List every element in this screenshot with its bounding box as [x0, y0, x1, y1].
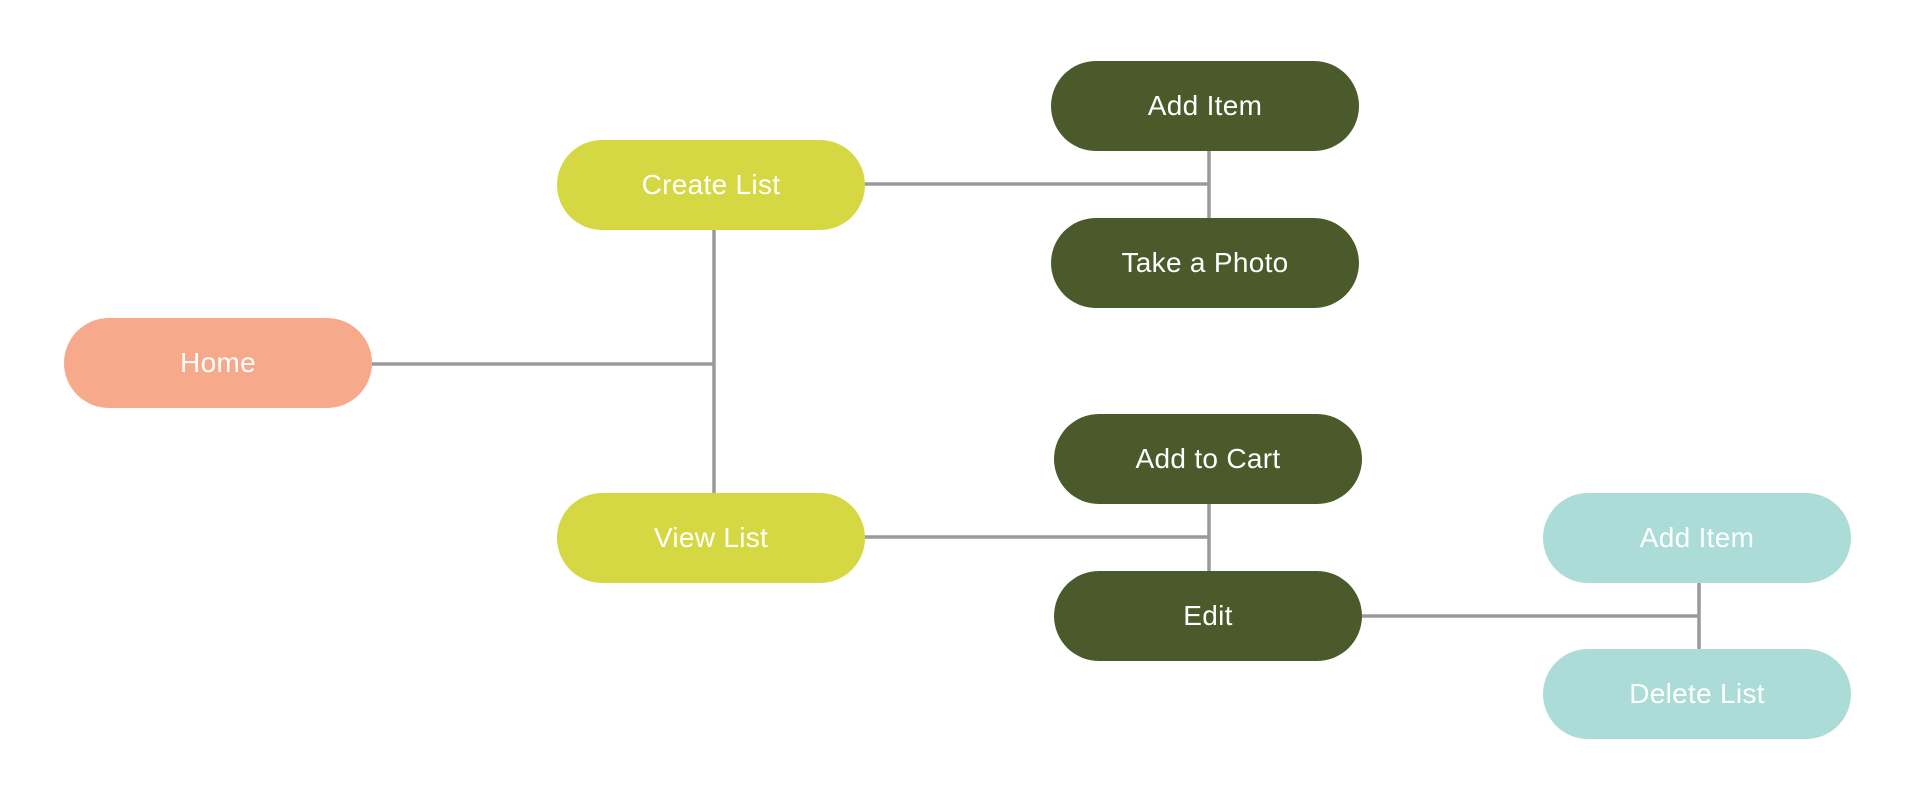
node-view-list[interactable]: View List [557, 493, 865, 583]
node-take-photo[interactable]: Take a Photo [1051, 218, 1359, 308]
node-add-item[interactable]: Add Item [1051, 61, 1359, 151]
node-edit-label: Edit [1183, 600, 1233, 631]
node-delete-list-label: Delete List [1629, 678, 1765, 709]
node-create-list[interactable]: Create List [557, 140, 865, 230]
node-edit-add-item-label: Add Item [1639, 522, 1755, 553]
node-delete-list[interactable]: Delete List [1543, 649, 1851, 739]
node-edit-add-item[interactable]: Add Item [1543, 493, 1851, 583]
node-view-list-label: View List [653, 522, 769, 553]
node-take-photo-label: Take a Photo [1121, 247, 1289, 278]
node-edit[interactable]: Edit [1054, 571, 1362, 661]
node-home-label: Home [180, 347, 256, 378]
node-add-item-label: Add Item [1147, 90, 1263, 121]
node-add-to-cart-label: Add to Cart [1135, 443, 1281, 474]
node-add-to-cart[interactable]: Add to Cart [1054, 414, 1362, 504]
node-create-list-label: Create List [641, 169, 781, 200]
node-home[interactable]: Home [64, 318, 372, 408]
